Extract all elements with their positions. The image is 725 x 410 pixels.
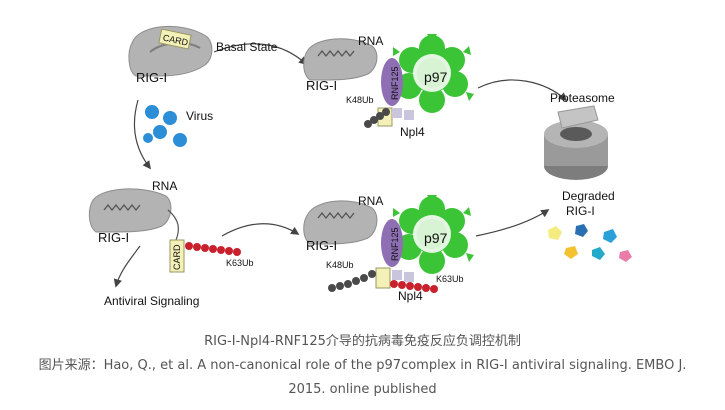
- degradation-arrow: [475, 209, 550, 237]
- rigi-pathway-diagram: CARD RIG-I Basal State RNA RIG-I p97 RNF…: [88, 25, 632, 308]
- npl4-block: [404, 272, 414, 282]
- basal-state-arrow: [213, 43, 308, 66]
- npl4-label: Npl4: [398, 289, 423, 303]
- npl4-block: [392, 108, 402, 118]
- rigi-label: RIG-I: [136, 70, 167, 85]
- p97-hexamer: [390, 195, 474, 274]
- p97-hexamer: [390, 34, 474, 113]
- npl4-block: [404, 110, 414, 120]
- rnf125-protein: [381, 58, 403, 106]
- rna-label: RNA: [358, 194, 383, 208]
- npl4-label: Npl4: [400, 125, 425, 139]
- rnf125-protein: [381, 219, 403, 267]
- figure-caption-title: RIG-I-Npl4-RNF125介导的抗病毒免疫反应负调控机制: [204, 334, 521, 349]
- figure-caption-source: 图片来源：Hao, Q., et al. A non-canonical rol…: [38, 358, 687, 373]
- rnf125-label: RNF125: [390, 227, 400, 261]
- basal-state-label: Basal State: [216, 40, 278, 54]
- k63-label: K63Ub: [436, 274, 464, 284]
- rnf125-label: RNF125: [390, 66, 400, 100]
- card-domain: [169, 239, 185, 273]
- k48-label: K48Ub: [326, 260, 354, 270]
- k63-ubiquitin-chain: [185, 242, 241, 256]
- rna-strand: [317, 49, 355, 58]
- card-domain: [375, 267, 391, 289]
- p97-label: p97: [424, 230, 448, 246]
- virus-particles: [143, 105, 187, 147]
- k48-label: K48Ub: [346, 95, 374, 105]
- card-domain-basal: [158, 28, 192, 50]
- p97-label: p97: [424, 69, 448, 85]
- p97-complex-basal: RNA RIG-I p97 RNF125 Npl4 K48Ub: [303, 34, 474, 139]
- p97-complex-activated: RNA RIG-I p97 RNF125 Npl4 K48Ub K63Ub: [303, 194, 474, 303]
- figure-caption-publication: 2015. online published: [288, 382, 437, 397]
- rigi-activated: RNA RIG-I CARD K63Ub: [88, 179, 254, 273]
- signaling-arrow: [113, 245, 141, 288]
- npl4-block: [392, 270, 402, 280]
- degradation-arrow: [477, 79, 568, 102]
- rigi-label: RIG-I: [306, 78, 337, 93]
- k48-ubiquitin-chain: [328, 270, 376, 292]
- degraded-label: Degraded: [562, 189, 615, 203]
- recruitment-arrow: [221, 223, 300, 237]
- card-label: CARD: [172, 244, 182, 270]
- rigi-basal: CARD RIG-I: [128, 25, 213, 85]
- degraded-fragments: [548, 224, 632, 262]
- k63-ubiquitin-chain: [390, 280, 438, 293]
- k48-ubiquitin-chain: [364, 108, 390, 128]
- rigi-label: RIG-I: [98, 230, 129, 245]
- rna-label: RNA: [152, 179, 177, 193]
- degraded-rigi-label: RIG-I: [566, 204, 595, 218]
- antiviral-signaling-label: Antiviral Signaling: [104, 294, 199, 308]
- virus-label: Virus: [186, 109, 213, 123]
- rna-label: RNA: [358, 34, 383, 48]
- proteasome: [544, 105, 608, 180]
- proteasome-label: Proteasome: [550, 91, 615, 105]
- rigi-label: RIG-I: [306, 238, 337, 253]
- k63-label: K63Ub: [226, 258, 254, 268]
- infection-arrow: [133, 99, 152, 170]
